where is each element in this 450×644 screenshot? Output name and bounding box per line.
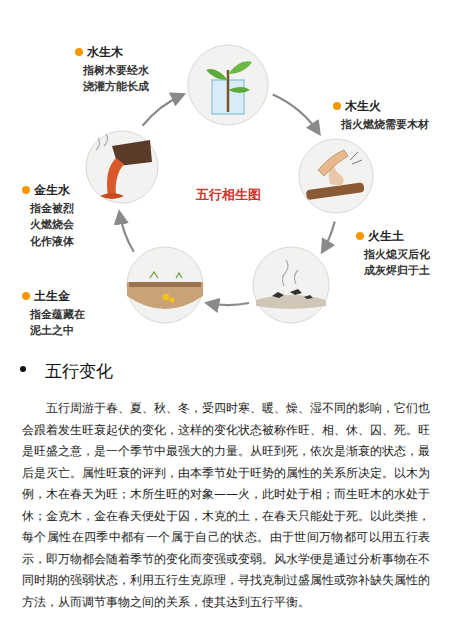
stage-heading: 水生木 [75, 44, 153, 60]
stage-description: 指火熄灭后化成灰烬归于土 [364, 246, 434, 279]
section-heading: 五行变化 [45, 360, 113, 383]
stage-heading: 火生土 [356, 228, 434, 244]
stage-description: 指树木要经水浇灌方能长成 [83, 62, 153, 95]
stage-description: 指金蕴藏在泥土之中 [30, 306, 88, 339]
stage-description: 指火燃烧需要木材 [341, 116, 437, 132]
body-paragraph: 五行周游于春、夏、秋、冬，受四时寒、暖、燥、湿不同的影响，它们也会跟着发生旺衰起… [22, 398, 430, 613]
label-group: 木生火指火燃烧需要木材 [333, 98, 437, 132]
stage-heading: 土生金 [22, 288, 88, 304]
stage-heading: 木生火 [333, 98, 437, 114]
diagram-title: 五行相生图 [196, 186, 261, 204]
label-group: 火生土指火熄灭后化成灰烬归于土 [356, 228, 434, 279]
label-group: 水生木指树木要经水浇灌方能长成 [75, 44, 153, 95]
stage-heading: 金生水 [22, 182, 78, 198]
bullet-dot [20, 366, 26, 372]
stage-description: 指金被烈火燃烧会化作液体 [30, 200, 78, 249]
label-group: 土生金指金蕴藏在泥土之中 [22, 288, 88, 339]
label-group: 金生水指金被烈火燃烧会化作液体 [22, 182, 78, 249]
